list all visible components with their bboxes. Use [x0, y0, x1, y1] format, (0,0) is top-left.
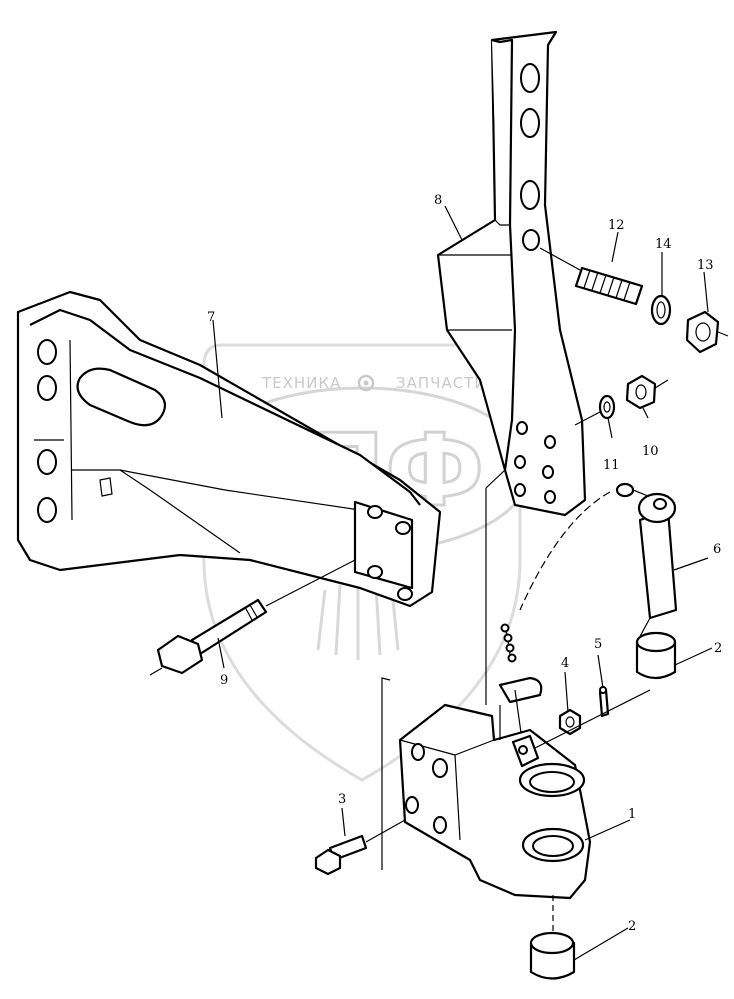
- callout-4: 4: [561, 656, 569, 671]
- part-3-small-bolt: [314, 819, 406, 876]
- part-9-long-bolt: [149, 559, 356, 676]
- callout-7: 7: [207, 310, 215, 325]
- part-6-pin: [519, 482, 678, 620]
- callout-13: 13: [697, 258, 714, 273]
- chain-with-clip: [498, 623, 543, 741]
- callout-3: 3: [338, 792, 346, 807]
- callout-6: 6: [713, 542, 721, 557]
- callout-labels: 1 2 2 3 4 5 6 7 8 9 10 11 12 13 14: [207, 193, 722, 934]
- part-2-bushing-lower: [529, 895, 576, 980]
- callout-14: 14: [655, 237, 672, 252]
- callout-12: 12: [608, 218, 625, 233]
- gear-icon: [357, 374, 375, 392]
- leader-lines: [212, 205, 713, 961]
- part-1-hitch-body: [398, 689, 651, 900]
- part-12-stud: [539, 247, 644, 306]
- part-7-side-bracket: [16, 290, 442, 608]
- callout-10: 10: [642, 444, 659, 459]
- callout-2-upper: 2: [714, 641, 722, 656]
- watermark-wheat-icon: [316, 580, 400, 660]
- part-10-nut: [625, 374, 669, 410]
- watermark-left-text: ТЕХНИКА: [261, 374, 341, 392]
- assembly-lines: [381, 469, 651, 870]
- callout-11: 11: [603, 458, 620, 473]
- callout-1: 1: [628, 807, 636, 822]
- part-8-vertical-bracket: [436, 30, 587, 517]
- part-11-washer: [574, 394, 616, 426]
- part-14-lock-washer: [650, 294, 672, 326]
- part-2-bushing-upper: [635, 631, 677, 680]
- callout-8: 8: [434, 193, 442, 208]
- callout-9: 9: [220, 673, 228, 688]
- watermark-right-text: ЗАПЧАСТИ: [396, 374, 487, 392]
- part-13-nut: [685, 310, 729, 354]
- callout-5: 5: [594, 637, 602, 652]
- callout-2-lower: 2: [628, 919, 636, 934]
